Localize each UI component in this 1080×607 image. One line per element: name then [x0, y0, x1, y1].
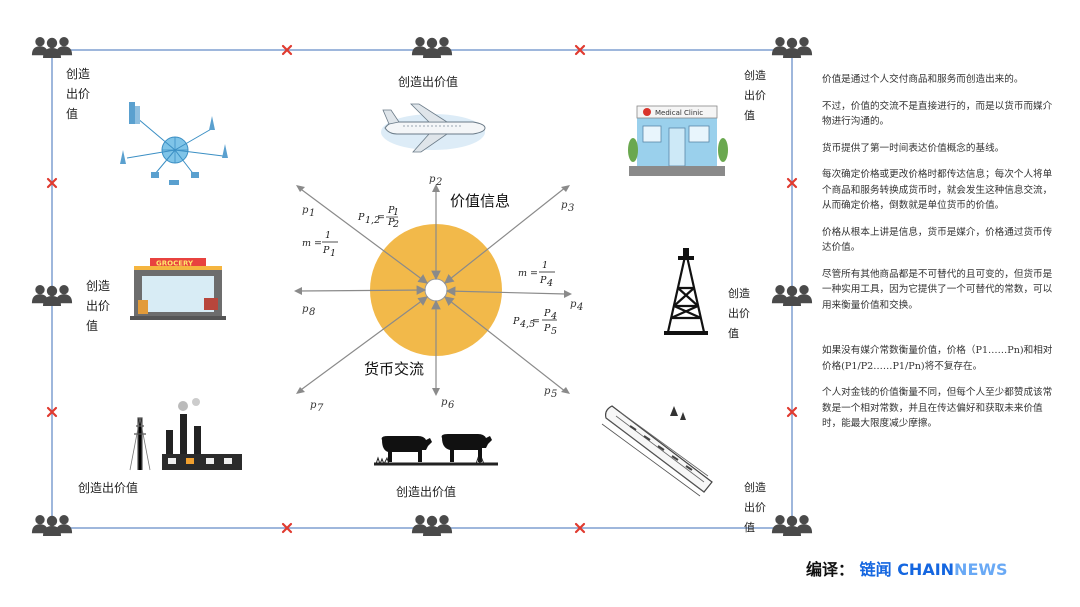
- airplane-icon: [381, 103, 486, 153]
- people-icon: [772, 37, 812, 58]
- svg-text:P: P: [512, 316, 520, 327]
- svg-text:m =: m =: [302, 238, 322, 249]
- p6-label: p: [441, 397, 448, 408]
- internet-network-icon: [120, 102, 228, 185]
- svg-text:1: 1: [309, 208, 315, 219]
- central-value-disc: [370, 224, 502, 356]
- create-value-label-bottom-center: 创造出价值: [396, 485, 457, 499]
- credit-prefix: 编译：: [806, 560, 855, 579]
- outbound-arrowheads: [294, 184, 572, 396]
- explanation-paragraph: 货币提供了第一时间表达价值概念的基线。: [822, 142, 1005, 154]
- svg-text:Medical Clinic: Medical Clinic: [655, 109, 703, 117]
- p2-label: p: [429, 174, 436, 185]
- svg-text:=: =: [377, 212, 385, 223]
- svg-text:7: 7: [317, 403, 324, 414]
- svg-text:P: P: [539, 275, 547, 286]
- p7-label: p: [310, 400, 317, 411]
- svg-text:1: 1: [542, 260, 548, 271]
- power-plant-icon: [129, 398, 242, 471]
- p4-label: p: [570, 299, 577, 310]
- grocery-store-icon: GROCERY: [130, 258, 226, 320]
- svg-text:3: 3: [568, 203, 574, 214]
- svg-text:5: 5: [551, 389, 557, 400]
- create-value-label-top-right: 创造出价值: [744, 69, 766, 122]
- people-icon: [32, 37, 72, 58]
- explanation-panel: 价值是通过个人交付商品和服务而创造出来的。 不过，价值的交流不是直接进行的，而是…: [822, 72, 1054, 443]
- create-value-label-bottom-left: 创造出价值: [78, 481, 139, 495]
- svg-text:2: 2: [392, 219, 399, 230]
- svg-text:8: 8: [309, 307, 315, 318]
- p5-label: p: [544, 386, 551, 397]
- create-value-label-top-center: 创造出价值: [398, 75, 459, 89]
- svg-text:P: P: [543, 308, 551, 319]
- p3-label: p: [561, 200, 568, 211]
- svg-text:m =: m =: [518, 268, 538, 279]
- svg-text:5: 5: [551, 326, 557, 337]
- train-icon: [601, 405, 713, 497]
- create-value-label-top-left: 创造出价值: [66, 67, 91, 121]
- people-icon: [412, 37, 452, 58]
- oil-derrick-icon: [664, 248, 708, 335]
- svg-text:4: 4: [550, 311, 557, 322]
- p8-label: p: [302, 304, 309, 315]
- create-value-label-bottom-right: 创造出价值: [744, 481, 766, 534]
- svg-text:P: P: [387, 217, 395, 228]
- medical-clinic-icon: Medical Clinic: [628, 105, 728, 176]
- brand-logo-en-a: CHAIN: [897, 560, 955, 579]
- people-icon: [32, 515, 72, 536]
- svg-text:GROCERY: GROCERY: [156, 260, 194, 268]
- explanation-paragraph: 价值是通过个人交付商品和服务而创造出来的。: [822, 74, 1024, 85]
- credit-line: 编译： 链闻 CHAINNEWS: [806, 556, 1008, 580]
- explanation-paragraph: 如果没有媒介常数衡量价值，价格（P1……Pn)和相对价格(P1/P2……P1/P…: [822, 345, 1053, 372]
- svg-text:1: 1: [393, 207, 399, 218]
- svg-text:1,2: 1,2: [365, 215, 380, 226]
- people-icon: [772, 285, 812, 306]
- svg-text:6: 6: [448, 400, 455, 411]
- svg-text:=: =: [532, 316, 540, 327]
- svg-text:P: P: [387, 205, 395, 216]
- svg-text:1: 1: [330, 248, 336, 259]
- create-value-label-mid-left: 创造出价值: [86, 279, 111, 333]
- svg-text:2: 2: [435, 177, 442, 188]
- svg-text:1: 1: [325, 230, 331, 241]
- people-icon: [412, 515, 452, 536]
- explanation-paragraph: 价格从根本上讲是信息，货币是媒介，价格通过货币传达价值。: [822, 226, 1053, 254]
- explanation-paragraph: 个人对金钱的价值衡量不同，但每个人至少都赞成该常数是一个相对常数，并且在传达偏好…: [822, 387, 1053, 429]
- cows-icon: [374, 434, 498, 466]
- p1-label: p: [302, 205, 309, 216]
- currency-exchange-title: 货币交流: [364, 360, 425, 378]
- explanation-paragraph: 尽管所有其他商品都是不可替代的且可变的，但货币是一种实用工具，因为它提供了一个可…: [822, 268, 1053, 311]
- svg-text:P: P: [357, 212, 365, 223]
- svg-text:4: 4: [546, 278, 553, 289]
- svg-text:P: P: [322, 245, 330, 256]
- svg-text:4: 4: [576, 302, 583, 313]
- svg-text:P: P: [543, 323, 551, 334]
- create-value-label-mid-right: 创造出价值: [728, 287, 750, 340]
- brand-logo-en-b: NEWS: [954, 560, 1008, 579]
- svg-text:4,5: 4,5: [519, 319, 535, 330]
- people-icon: [772, 515, 812, 536]
- explanation-paragraph: 每次确定价格或更改价格时都传达信息；每次个人将单个商品和服务转换成货币时，就会发…: [822, 169, 1053, 211]
- value-info-title: 价值信息: [450, 192, 511, 210]
- people-icon: [32, 285, 72, 306]
- brand-logo-cn: 链闻: [859, 560, 892, 579]
- inbound-arrows: [297, 186, 567, 393]
- explanation-paragraph: 不过，价值的交流不是直接进行的，而是以货币而媒介物进行沟通的。: [822, 100, 1053, 128]
